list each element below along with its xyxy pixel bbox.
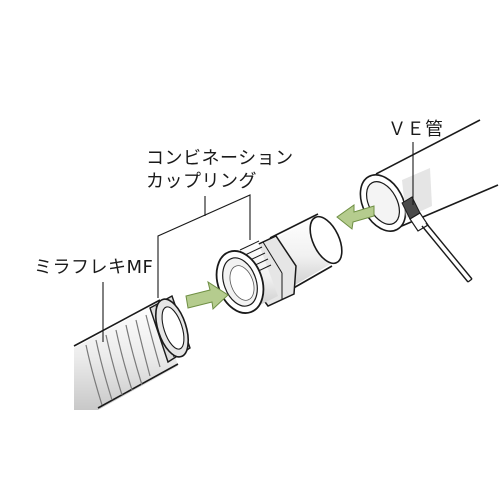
mirafureki-hose xyxy=(73,294,191,410)
insert-arrow-left xyxy=(185,280,229,311)
coupling-label-line2: カップリング xyxy=(146,171,257,192)
coupling-label-line1: コンビネーション xyxy=(146,148,294,169)
leader-lines xyxy=(102,142,414,342)
insert-arrow-right xyxy=(336,204,375,230)
coupling-bracket-leader xyxy=(157,194,251,298)
mirafureki-label: ミラフレキMF xyxy=(34,257,154,278)
ve-pipe xyxy=(359,119,500,283)
combination-coupling xyxy=(215,213,343,314)
glue-brush xyxy=(401,196,473,283)
ve-pipe-label: ＶＥ管 xyxy=(388,119,444,140)
